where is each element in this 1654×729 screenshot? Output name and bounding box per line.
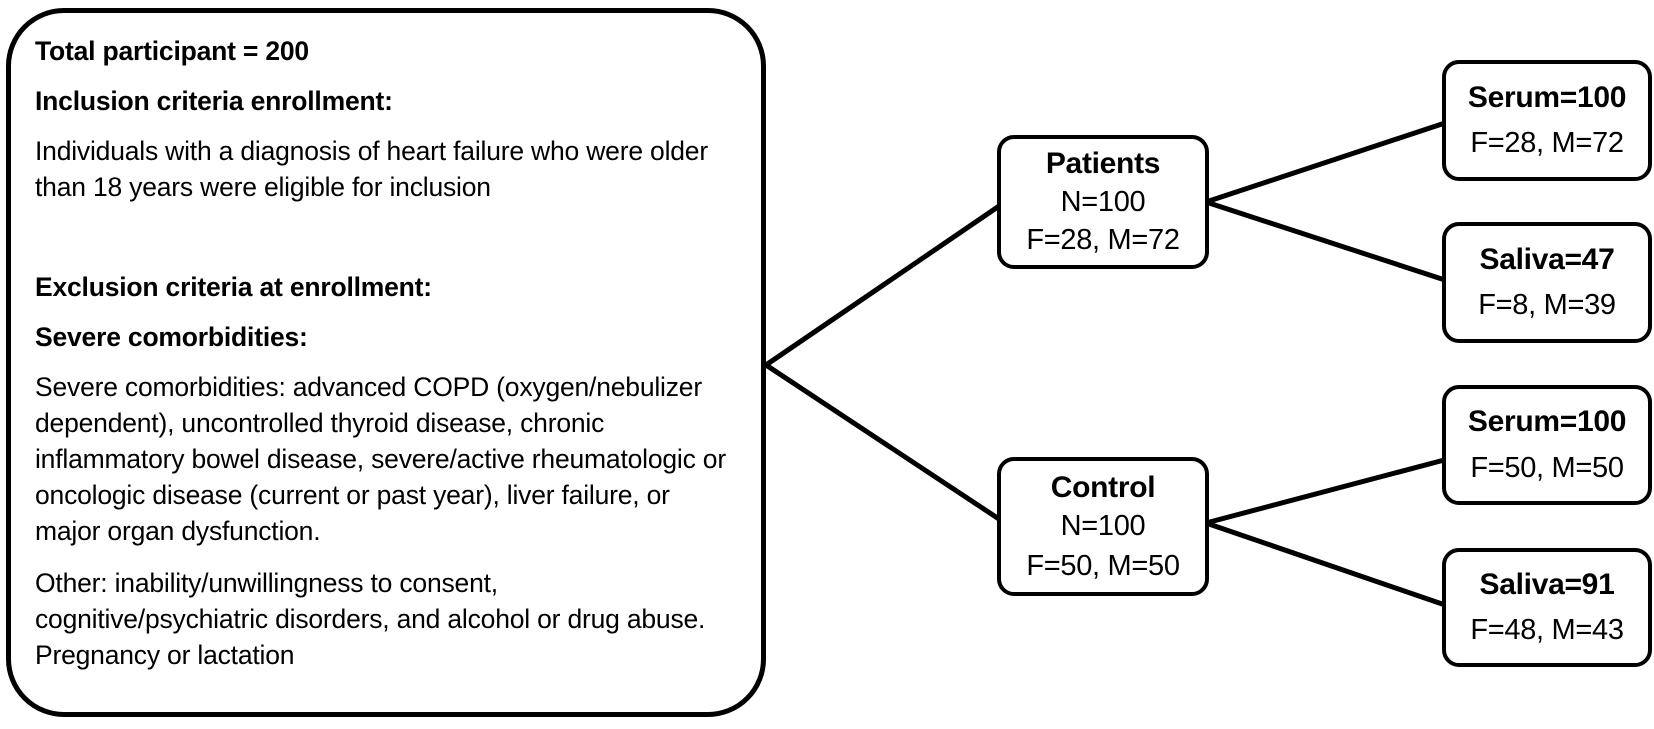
patients-node-count: N=100 [1060, 185, 1146, 218]
other-exclusions-text: Other: inability/unwillingness to consen… [35, 568, 706, 670]
connector-patients-to-serum [1203, 119, 1451, 205]
connector-control-to-serum [1203, 456, 1451, 526]
control-serum-node-sex: F=50, M=50 [1470, 451, 1624, 484]
exclusion-criteria-heading: Exclusion criteria at enrollment: [35, 272, 432, 302]
patients-node: Patients N=100 F=28, M=72 [997, 135, 1209, 269]
control-node-count: N=100 [1060, 510, 1146, 543]
connector-criteria-to-patients [763, 199, 1008, 368]
severe-comorbidities-heading: Severe comorbidities: [35, 322, 308, 352]
patients-saliva-node-title: Saliva=47 [1479, 242, 1615, 276]
inclusion-criteria-heading: Inclusion criteria enrollment: [35, 86, 393, 116]
control-saliva-node-title: Saliva=91 [1479, 568, 1615, 602]
patients-serum-node-sex: F=28, M=72 [1470, 127, 1624, 160]
control-node-sex: F=50, M=50 [1026, 549, 1180, 582]
connector-control-to-saliva [1203, 520, 1451, 609]
patients-serum-node: Serum=100 F=28, M=72 [1442, 60, 1652, 181]
control-saliva-node-sex: F=48, M=43 [1470, 614, 1624, 647]
control-serum-node-title: Serum=100 [1467, 405, 1627, 439]
patients-saliva-node-sex: F=8, M=39 [1478, 289, 1616, 322]
criteria-box: Total participant = 200 Inclusion criter… [6, 8, 766, 717]
control-node: Control N=100 F=50, M=50 [997, 457, 1209, 596]
patients-saliva-node: Saliva=47 F=8, M=39 [1442, 222, 1652, 343]
total-participants-text: Total participant = 200 [35, 36, 309, 66]
patients-serum-node-title: Serum=100 [1467, 80, 1627, 114]
patients-node-sex: F=28, M=72 [1026, 223, 1180, 256]
severe-comorbidities-text: Severe comorbidities: advanced COPD (oxy… [35, 372, 726, 546]
connector-criteria-to-control [763, 362, 1008, 526]
connector-patients-to-saliva [1203, 199, 1451, 284]
inclusion-criteria-text: Individuals with a diagnosis of heart fa… [35, 136, 708, 202]
control-serum-node: Serum=100 F=50, M=50 [1442, 385, 1652, 505]
control-saliva-node: Saliva=91 F=48, M=43 [1442, 548, 1652, 667]
control-node-title: Control [1050, 470, 1156, 504]
patients-node-title: Patients [1045, 147, 1161, 181]
